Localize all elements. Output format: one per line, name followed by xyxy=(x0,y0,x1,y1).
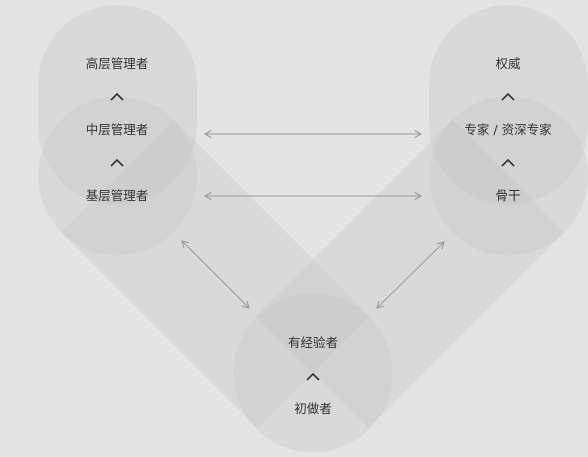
chevron-up-icon xyxy=(109,92,125,102)
label-middle-manager: 中层管理者 xyxy=(85,121,149,137)
arrow-right-diagonal xyxy=(376,241,445,309)
chevron-up-icon xyxy=(500,92,516,102)
label-expert: 专家 / 资深专家 xyxy=(464,121,552,137)
right-column-top-capsule xyxy=(429,5,588,205)
connector-arrows xyxy=(181,129,445,309)
left-column-bottom-circle xyxy=(38,96,197,256)
right-column-bottom-circle xyxy=(429,96,588,256)
label-frontline-manager: 基层管理者 xyxy=(85,187,149,203)
label-experienced: 有经验者 xyxy=(287,334,339,350)
background-shapes xyxy=(38,5,588,453)
arrow-left-diagonal xyxy=(181,240,250,309)
left-column-top-capsule xyxy=(38,5,197,205)
chevron-up-icon xyxy=(109,158,125,168)
label-beginner: 初做者 xyxy=(294,400,332,416)
label-backbone: 骨干 xyxy=(495,187,521,203)
chevron-up-icon xyxy=(500,158,516,168)
chevron-up-icon xyxy=(305,372,321,382)
label-authority: 权威 xyxy=(495,55,521,71)
label-senior-manager: 高层管理者 xyxy=(85,55,149,71)
